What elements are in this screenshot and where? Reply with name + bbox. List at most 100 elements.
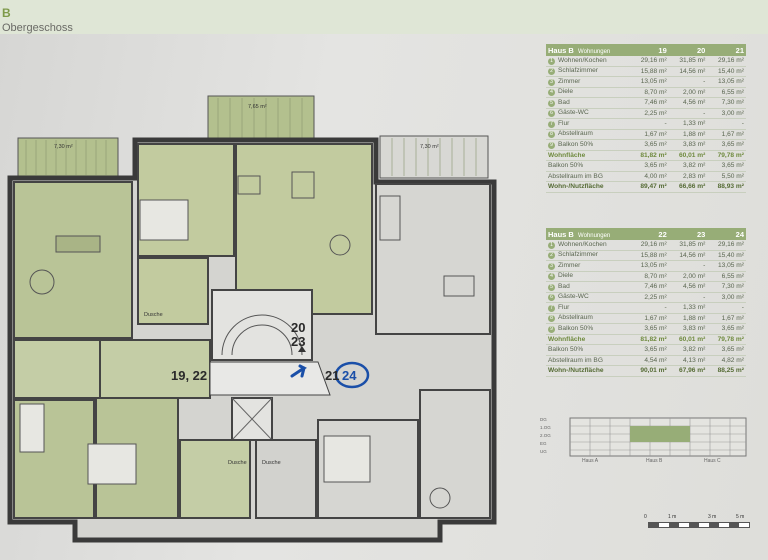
blue-arrow-icon xyxy=(290,364,307,378)
dusche-right-label: Dusche xyxy=(262,460,281,466)
area-value: - xyxy=(707,302,746,314)
balcony-top xyxy=(207,95,315,141)
extra-value: 3,65 m² xyxy=(707,160,746,172)
area-value: 29,16 m² xyxy=(707,240,746,251)
row-label: Abstellraum xyxy=(558,130,593,138)
elevation-diagram xyxy=(569,417,747,457)
area-value: 6,55 m² xyxy=(707,271,746,282)
extra-value: 3,65 m² xyxy=(707,344,746,356)
wohnflaeche-value: 60,01 m² xyxy=(668,150,708,161)
row-label: Balkon 50% xyxy=(558,324,594,332)
row-number-badge: 6 xyxy=(548,294,555,302)
row-label: Zimmer xyxy=(558,77,581,85)
apt-bottom-bath-right xyxy=(255,439,317,519)
row-number-badge: 3 xyxy=(548,78,555,86)
area-value: 8,70 m² xyxy=(630,87,669,98)
area-value: 4,56 m² xyxy=(668,97,708,109)
area-value: 13,05 m² xyxy=(630,76,669,88)
bed-right xyxy=(323,435,371,483)
header-band xyxy=(0,0,768,34)
balcony-left xyxy=(17,137,119,177)
row-number-badge: 4 xyxy=(548,273,555,281)
apt-label-23: 23 xyxy=(291,334,306,349)
row-label: Zimmer xyxy=(558,261,581,269)
area-value: 6,55 m² xyxy=(707,87,746,98)
row-label: Diele xyxy=(558,88,574,96)
area-value: 3,83 m² xyxy=(668,323,708,335)
row-label: Wohnen/Kochen xyxy=(558,240,607,248)
landing xyxy=(209,361,331,396)
area-value: 31,85 m² xyxy=(668,56,708,67)
up-arrow-icon xyxy=(298,346,306,352)
table-top-section: Wohnungen xyxy=(578,48,611,55)
apt-top-bath xyxy=(137,257,209,325)
wohnflaeche-value: 81,82 m² xyxy=(630,334,669,345)
total-value: 67,96 m² xyxy=(668,365,708,377)
row-number-badge: 9 xyxy=(548,141,555,149)
table-top-col: 21 xyxy=(707,44,746,56)
apt-right-living xyxy=(375,183,491,335)
area-value: 8,70 m² xyxy=(630,271,669,282)
area-value: 7,30 m² xyxy=(707,281,746,293)
row-number-badge: 9 xyxy=(548,325,555,333)
area-value: 13,05 m² xyxy=(630,260,669,272)
area-value: 4,56 m² xyxy=(668,281,708,293)
area-value: 29,16 m² xyxy=(630,240,669,251)
wohnflaeche-value: 60,01 m² xyxy=(668,334,708,345)
table-top-col: 20 xyxy=(668,44,708,56)
area-value: - xyxy=(668,292,708,303)
apt-left-hall xyxy=(13,339,101,399)
extra-label: Balkon 50% xyxy=(546,344,631,356)
area-value: - xyxy=(707,118,746,130)
row-number-badge: 4 xyxy=(548,89,555,97)
balcony-top-area: 7,65 m² xyxy=(248,104,267,110)
area-value: 3,83 m² xyxy=(668,139,708,151)
extra-value: 3,65 m² xyxy=(630,344,669,356)
area-value: 13,05 m² xyxy=(707,260,746,272)
row-label: Abstellraum xyxy=(558,314,593,322)
dusche-mid-label: Dusche xyxy=(228,460,247,466)
scale-label: 5 m xyxy=(736,514,745,520)
area-value: 29,16 m² xyxy=(707,56,746,67)
balcony-left-area: 7,30 m² xyxy=(54,144,73,150)
table-bottom-house: Haus B xyxy=(548,229,574,239)
table-bottom-section: Wohnungen xyxy=(578,232,611,239)
extra-label: Abstellraum im BG xyxy=(546,355,631,366)
area-value: 7,30 m² xyxy=(707,97,746,109)
balcony-right-area: 7,30 m² xyxy=(420,144,439,150)
row-number-badge: 8 xyxy=(548,315,555,323)
area-value: 3,65 m² xyxy=(707,323,746,335)
area-value: 2,25 m² xyxy=(630,108,669,119)
row-number-badge: 5 xyxy=(548,283,555,291)
scale-label: 3 m xyxy=(708,514,717,520)
area-value: - xyxy=(668,76,708,88)
area-value: 3,65 m² xyxy=(707,139,746,151)
area-value: 3,00 m² xyxy=(707,292,746,303)
apt-bottom-bath xyxy=(179,439,251,519)
total-value: 89,47 m² xyxy=(630,181,669,193)
area-value: 14,56 m² xyxy=(668,250,708,261)
